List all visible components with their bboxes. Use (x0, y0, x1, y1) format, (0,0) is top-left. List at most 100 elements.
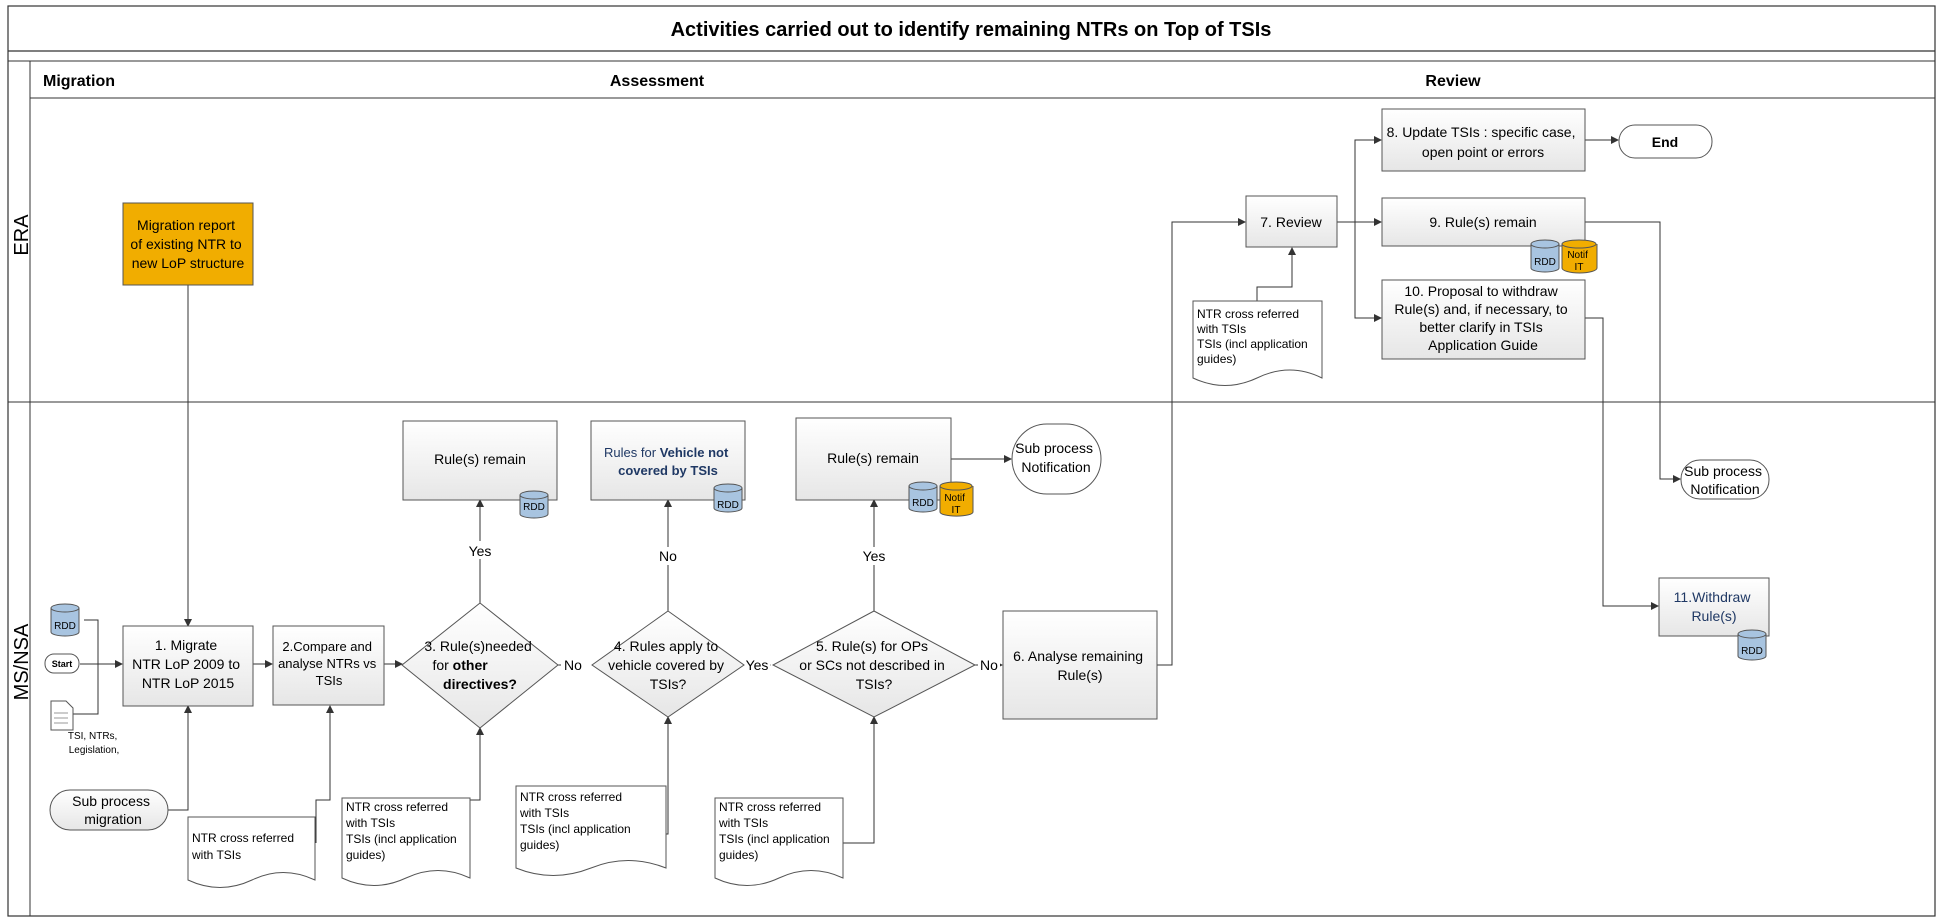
doc-line: NTR cross referred (719, 800, 821, 814)
step8-line: 8. Update TSIs : specific case, (1387, 124, 1576, 140)
rdd-label: RDD (1534, 257, 1556, 268)
doc-line: NTR cross referred (192, 831, 294, 845)
svg-text:1. Migrate NTR LoP 2009: 1. Migrate NTR LoP 2009 to NTR LoP 2015 (132, 637, 244, 691)
rdd-label: RDD (54, 621, 76, 632)
rdd-database-icon: RDD (1530, 239, 1560, 273)
rdd-input-database: RDD (50, 603, 80, 637)
doc-ntr-review: NTR cross referred with TSIs TSIs (incl … (1192, 300, 1323, 386)
svg-text:Migration report of exis: Migration report of existing NTR to new … (130, 217, 245, 271)
svg-text:11.Withdraw Rule(s): 11.Withdraw Rule(s) (1674, 589, 1755, 624)
svg-text:8. Update TSIs : specific cas: 8. Update TSIs : specific case, open poi… (1387, 124, 1580, 160)
svg-text:10. Proposal to withdraw: 10. Proposal to withdraw Rule(s) and, if… (1394, 283, 1571, 353)
step10-proposal-box: 10. Proposal to withdraw Rule(s) and, if… (1381, 279, 1586, 360)
step3-decision: 3. Rule(s)needed for other directives? (401, 602, 559, 729)
edge-step6-to-step7 (1157, 218, 1246, 666)
rdd-database-icon: RDD (908, 481, 938, 513)
doc-line: NTR cross referred (520, 790, 622, 804)
rules-vehicle-line: covered by TSIs (618, 463, 718, 478)
edge-doc-to-step7 (1256, 247, 1296, 301)
step10-line: Application Guide (1428, 337, 1538, 353)
rules-vehicle-line: Rules for (604, 445, 660, 460)
step8-update-tsis-box: 8. Update TSIs : specific case, open poi… (1381, 108, 1586, 172)
sub-process-notification-1: Sub process Notification (1011, 423, 1102, 495)
step2-line: 2.Compare and (282, 639, 372, 654)
step5-line: or SCs not described in (799, 657, 945, 673)
inputs-doc-line: Legislation, (69, 745, 120, 756)
edge-doc-to-step1 (72, 665, 99, 715)
step3-line: directives? (443, 676, 517, 692)
step5-line: 5. Rule(s) for OPs (816, 638, 928, 654)
edge-step9-to-notification (1585, 221, 1681, 483)
doc-line: with TSIs (519, 806, 569, 820)
doc-line: guides) (520, 838, 559, 852)
rdd-label: RDD (1741, 646, 1763, 657)
edge-doc-to-step3 (469, 727, 484, 843)
step3-line: for (432, 657, 452, 673)
rule-remain-5-label: Rule(s) remain (827, 450, 919, 466)
doc-ntr-step4: NTR cross referred with TSIs TSIs (incl … (515, 785, 667, 876)
notif-label: IT (1575, 262, 1584, 273)
start-terminal: Start (44, 653, 80, 674)
step9-rules-remain-box: 9. Rule(s) remain (1381, 197, 1586, 247)
doc-line: TSIs (incl application (346, 832, 457, 846)
svg-text:4. Rules apply to vehicl: 4. Rules apply to vehicle covered by TSI… (608, 638, 728, 692)
step2-compare-box: 2.Compare and analyse NTRs vs TSIs (272, 625, 385, 706)
edge-label-step3-no: No (564, 657, 582, 673)
step10-line: Rule(s) and, if necessary, to (1394, 301, 1567, 317)
rule-remain-box-3: Rule(s) remain (402, 420, 558, 501)
notif-database-icon: Notif IT (1561, 239, 1598, 274)
edge-split-to-step10 (1354, 222, 1382, 322)
doc-ntr-step2: NTR cross referred with TSIs TSIs (incl … (341, 797, 471, 886)
edge-label-step5-no: No (980, 657, 998, 673)
step10-line: 10. Proposal to withdraw (1404, 283, 1558, 299)
svg-text:Notif IT: Notif IT (944, 493, 967, 516)
rdd-database-icon: RDD (519, 490, 549, 519)
rdd-database-icon: RDD (1737, 629, 1767, 661)
rules-vehicle-line: Vehicle not (660, 445, 729, 460)
step11-line: Rule(s) (1691, 608, 1736, 624)
step4-decision: 4. Rules apply to vehicle covered by TSI… (591, 610, 745, 718)
end-label: End (1652, 134, 1678, 150)
lane-era-label: ERA (11, 214, 33, 256)
rdd-label: RDD (912, 498, 934, 509)
step7-review-box: 7. Review (1245, 195, 1338, 248)
doc-line: with TSIs (1196, 322, 1246, 336)
edge-label-step4-no: No (659, 548, 677, 564)
svg-text:6. Analyse remaining Rul: 6. Analyse remaining Rule(s) (1013, 648, 1147, 683)
step9-label: 9. Rule(s) remain (1429, 214, 1536, 230)
edge-rdd-to-step1 (84, 619, 99, 665)
sub-notification-line: Notification (1690, 481, 1759, 497)
step5-decision: 5. Rule(s) for OPs or SCs not described … (771, 610, 977, 718)
step4-line: 4. Rules apply to (614, 638, 718, 654)
step8-line: open point or errors (1422, 144, 1544, 160)
sub-process-migration: Sub process migration (49, 789, 169, 831)
inputs-document-icon: TSI, NTRs, Legislation, (50, 700, 120, 756)
svg-text:TSI, NTRs, Legislation,: TSI, NTRs, Legislation, (68, 731, 120, 756)
svg-text:3. Rule(s)needed for: 3. Rule(s)needed for other directives? (424, 638, 535, 692)
step2-line: TSIs (316, 673, 343, 688)
step2-line: analyse NTRs vs (278, 656, 377, 671)
notif-label: Notif (944, 493, 965, 504)
edge-label-step4-yes: Yes (746, 657, 769, 673)
step3-line: 3. Rule(s)needed (424, 638, 531, 654)
svg-text:Notif IT: Notif IT (1567, 250, 1590, 273)
start-label: Start (52, 659, 73, 669)
edge-split-to-step8 (1354, 136, 1382, 222)
svg-text:NTR cross referred with: NTR cross referred with TSIs TSIs (incl … (1196, 307, 1311, 366)
end-terminal: End (1618, 124, 1713, 159)
rule-remain-3-label: Rule(s) remain (434, 451, 526, 467)
step1-line: NTR LoP 2009 to (132, 656, 240, 672)
rdd-label: RDD (523, 502, 545, 513)
edge-doc-to-step4 (664, 716, 672, 835)
svg-text:NTR cross referred with: NTR cross referred with TSIs TSIs (incl … (519, 790, 634, 852)
migration-report-box: Migration report of existing NTR to new … (122, 202, 254, 286)
step6-line: Rule(s) (1057, 667, 1102, 683)
svg-text:NTR cross referred with: NTR cross referred with TSIs TSIs (incl … (345, 800, 460, 862)
step6-analyse-box: 6. Analyse remaining Rule(s) (1002, 610, 1158, 720)
sub-notification-line: Notification (1021, 459, 1090, 475)
phase-review: Review (1425, 73, 1481, 90)
svg-text:Sub process migration: Sub process migration (72, 793, 154, 827)
doc-line: NTR cross referred (346, 800, 448, 814)
migration-report-line: new LoP structure (132, 255, 245, 271)
doc-line: TSIs (incl application (719, 832, 830, 846)
